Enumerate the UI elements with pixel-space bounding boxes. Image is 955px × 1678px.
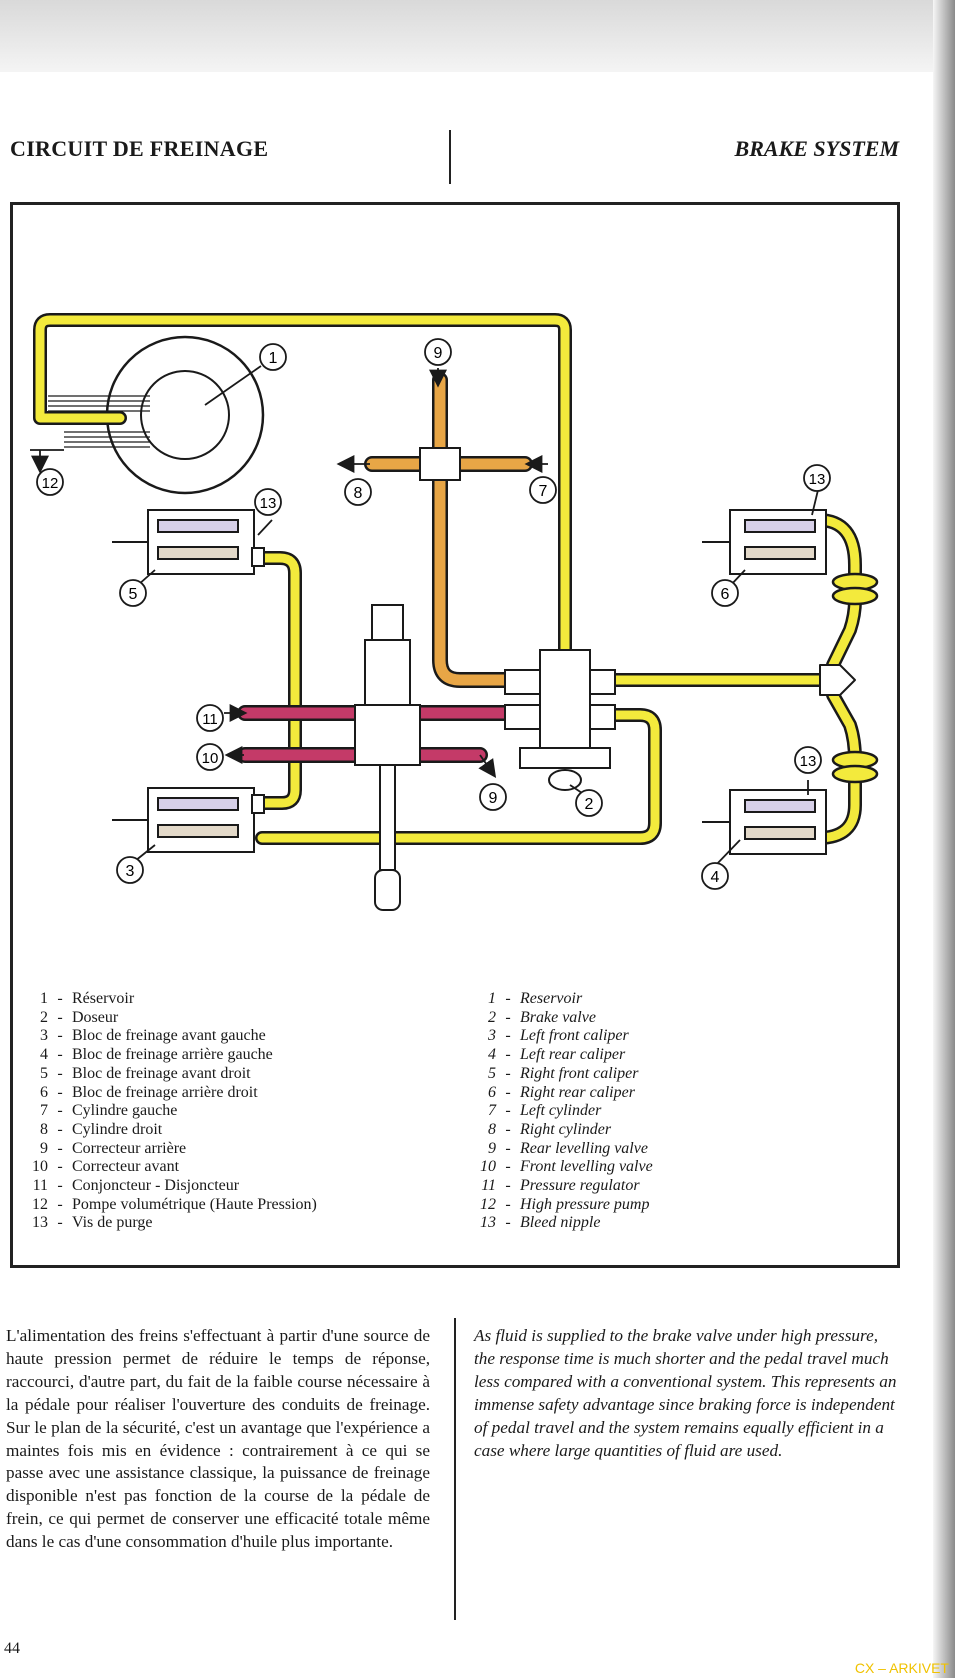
legend-row: 11-Conjoncteur - Disjoncteur: [32, 1177, 240, 1195]
scan-binding-shadow: [933, 0, 955, 1678]
page-title-french: CIRCUIT DE FREINAGE: [10, 136, 269, 161]
callout-3: 3: [116, 856, 144, 884]
callout-9-top: 9: [424, 338, 452, 366]
svg-text:8: 8: [354, 485, 363, 502]
callout-7: 7: [529, 476, 557, 504]
callout-10: 10: [196, 743, 224, 771]
svg-text:7: 7: [539, 483, 548, 500]
legend-row: 2-Doseur: [40, 1008, 119, 1026]
body-text-french: L'alimentation des freins s'effectuant à…: [6, 1326, 430, 1552]
legend-row: 7-Left cylinder: [488, 1102, 602, 1120]
caliper-6-icon: [702, 509, 827, 575]
body-text-english: As fluid is supplied to the brake valve …: [474, 1326, 897, 1460]
callout-8: 8: [344, 478, 372, 506]
svg-text:9: 9: [434, 345, 443, 362]
legend-row: 3-Left front caliper: [488, 1027, 629, 1045]
svg-text:1: 1: [269, 350, 278, 367]
svg-text:3: 3: [126, 863, 135, 880]
legend-row: 8-Right cylinder: [488, 1120, 612, 1138]
header-divider: [449, 130, 451, 184]
callout-13-a: 13: [254, 488, 282, 516]
svg-text:13: 13: [260, 495, 277, 512]
caliper-3-icon: [112, 787, 265, 853]
legend-row: 7-Cylindre gauche: [40, 1102, 178, 1120]
scan-top-shadow: [0, 0, 955, 72]
legend-row: 5-Right front caliper: [488, 1064, 639, 1082]
legend-row: 8-Cylindre droit: [40, 1120, 163, 1138]
svg-text:10: 10: [202, 750, 219, 767]
callout-5: 5: [119, 579, 147, 607]
reservoir-icon: [48, 335, 265, 495]
high-pressure-pipes: [33, 313, 879, 845]
caliper-4-icon: [702, 789, 827, 855]
legend-row: 6-Bloc de freinage arrière droit: [40, 1083, 258, 1101]
svg-text:13: 13: [809, 471, 826, 488]
legend-row: 9-Rear levelling valve: [488, 1139, 648, 1157]
front-correction-pipes: [364, 372, 533, 688]
legend-row: 9-Correcteur arrière: [40, 1139, 187, 1157]
callout-13-b: 13: [803, 464, 831, 492]
legend-row: 3-Bloc de freinage avant gauche: [40, 1027, 266, 1045]
svg-text:9: 9: [489, 790, 498, 807]
callout-2: 2: [575, 789, 603, 817]
callout-13-c: 13: [794, 746, 822, 774]
watermark: CX – ARKIVET: [854, 1660, 949, 1676]
legend-row: 10-Correcteur avant: [32, 1158, 180, 1176]
page-number: 44: [4, 1640, 20, 1657]
legend-english: 1-Reservoir 2-Brake valve 3-Left front c…: [462, 990, 653, 1233]
brake-valve-icon: [504, 649, 616, 791]
svg-text:2: 2: [585, 796, 594, 813]
legend-row: 4-Bloc de freinage arrière gauche: [40, 1046, 273, 1064]
legend-row: 13-Vis de purge: [32, 1214, 153, 1232]
svg-text:6: 6: [721, 586, 730, 603]
legend-row: 12-High pressure pump: [480, 1195, 650, 1213]
page-title-english: BRAKE SYSTEM: [734, 136, 899, 161]
callouts: 1 9 8 7 12 13 13 13 5 6 11 10 9 2 3 4: [36, 338, 831, 890]
callout-12: 12: [36, 468, 64, 496]
caliper-5-icon: [112, 509, 265, 575]
callout-11: 11: [196, 704, 224, 732]
svg-text:4: 4: [711, 869, 720, 886]
svg-text:12: 12: [42, 475, 59, 492]
legend-row: 12-Pompe volumétrique (Haute Pression): [32, 1195, 317, 1213]
legend-french: 1-Réservoir 2-Doseur 3-Bloc de freinage …: [14, 990, 317, 1233]
brake-system-diagram: 1 9 8 7 12 13 13 13 5 6 11 10 9 2 3 4: [30, 313, 879, 911]
callout-6: 6: [711, 579, 739, 607]
legend-row: 5-Bloc de freinage avant droit: [40, 1064, 251, 1082]
callout-4: 4: [701, 862, 729, 890]
legend-row: 11-Pressure regulator: [481, 1177, 640, 1195]
diagram-frame: [10, 202, 900, 1268]
svg-text:5: 5: [129, 586, 138, 603]
legend-row: 1-Réservoir: [40, 990, 135, 1007]
legend-row: 1-Reservoir: [488, 990, 583, 1007]
legend-row: 13-Bleed nipple: [480, 1214, 601, 1232]
legend-row: 6-Right rear caliper: [488, 1083, 635, 1101]
callout-1: 1: [259, 343, 287, 371]
column-divider: [454, 1318, 456, 1620]
callout-9-bottom: 9: [479, 783, 507, 811]
svg-text:11: 11: [202, 711, 218, 728]
legend-row: 4-Left rear caliper: [488, 1046, 626, 1064]
legend-row: 2-Brake valve: [488, 1008, 596, 1026]
pressure-regulator-icon: [354, 604, 421, 911]
legend-row: 10-Front levelling valve: [480, 1158, 653, 1176]
svg-text:13: 13: [800, 753, 817, 770]
